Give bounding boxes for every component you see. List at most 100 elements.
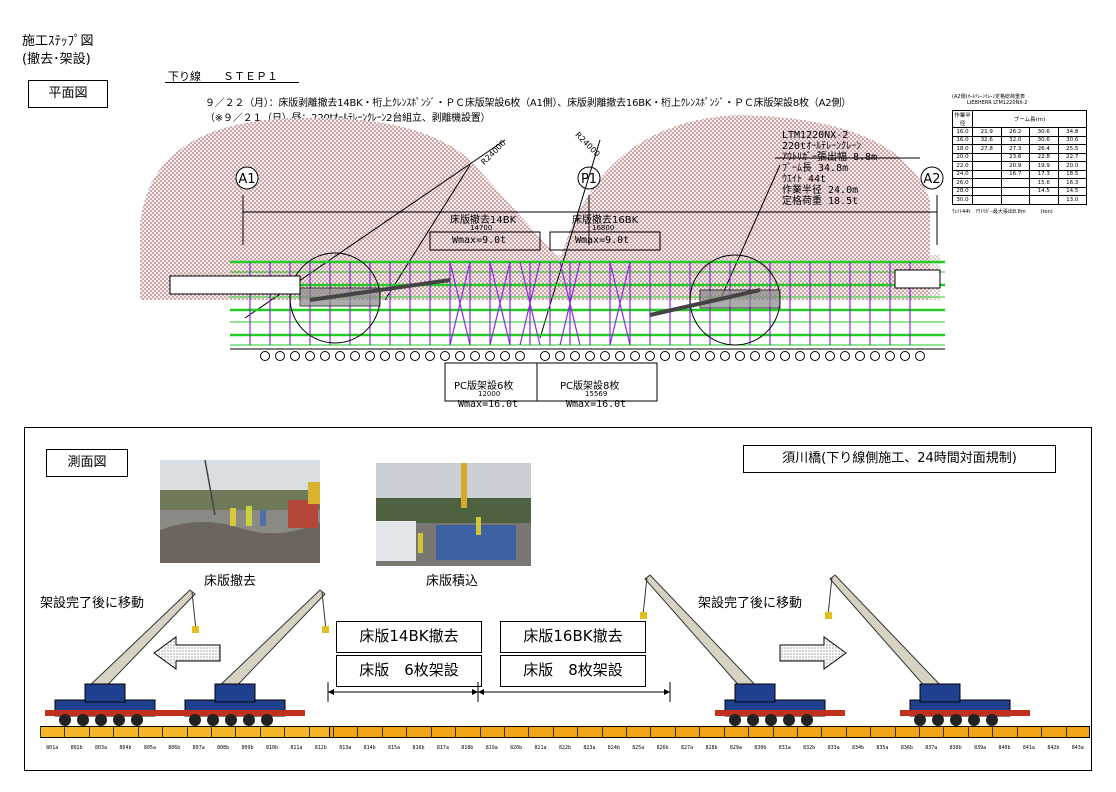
- segment-label: 839a: [974, 745, 987, 751]
- segment-label: 813a: [339, 745, 352, 751]
- load-table-cell: [972, 169, 1002, 179]
- load-table: (A2側)ｵｰﾙﾃﾚｰﾝｸﾚｰﾝ定格総荷重表 LIEBHERR LTM1220N…: [952, 93, 1092, 215]
- removal-right-wmax: Wmax=9.0t: [575, 235, 630, 246]
- segment-divider: [1041, 726, 1043, 738]
- crane-spec-outrigger: ｱｳﾄﾘｶﾞｰ張出幅 8.8m: [782, 152, 878, 163]
- crane-spec: LTM1220NX-2 220tｵｰﾙﾃﾚｰﾝｸﾚｰﾝ ｱｳﾄﾘｶﾞｰ張出幅 8…: [782, 130, 877, 207]
- load-table-cell: [1000, 178, 1030, 188]
- abutment-a1: A1: [235, 166, 259, 190]
- segment-divider: [113, 726, 115, 738]
- removal-left-wmax: Wmax=9.0t: [452, 235, 507, 246]
- segment-label: 842b: [1047, 745, 1060, 751]
- load-table-cell: 26.4: [1029, 144, 1059, 154]
- load-table-cell: 30.6: [1057, 135, 1087, 145]
- abutment-p1-label: P1: [581, 172, 597, 187]
- removal-left-title: 床版撤去14BK: [450, 215, 517, 226]
- segment-divider: [503, 726, 505, 738]
- plan-crane-right: [649, 254, 941, 346]
- segment-divider: [845, 726, 847, 738]
- desc-line2: （※９／２１（日）昼：220tｵｰﾙﾃﾚｰﾝｸﾚｰﾝ2台組立、剥離機設置）: [205, 113, 491, 124]
- segment-label: 802b: [70, 745, 83, 751]
- swing-area-left: [140, 117, 560, 300]
- segment-divider: [528, 726, 530, 738]
- segment-label: 824b: [607, 745, 620, 751]
- box-install-8-label: 床版 8枚架設: [523, 661, 623, 679]
- load-table-row-header: 作業半径: [952, 110, 973, 128]
- removal-right-title: 床版撤去16BK: [572, 215, 639, 226]
- segment-label: 815a: [388, 745, 401, 751]
- desc-line1: ９／２２（月）：床版剥離撤去14BK・桁上ｸﾚﾝｽﾎﾟﾝｼﾞ・ＰＣ床版架設6枚（…: [205, 98, 852, 109]
- segment-label: 810b: [265, 745, 278, 751]
- load-table-cell: 30.6: [1029, 127, 1059, 137]
- box-install-6-label: 床版 6枚架設: [359, 661, 459, 679]
- segment-divider: [772, 726, 774, 738]
- load-table-cell: 22.0: [952, 161, 973, 171]
- load-table-cell: 13.0: [1057, 195, 1087, 205]
- swing-area-right: [560, 115, 930, 300]
- step-underline: [165, 82, 299, 83]
- segment-label: 827a: [681, 745, 694, 751]
- abutment-a1-label: A1: [238, 172, 255, 187]
- segment-divider: [992, 726, 994, 738]
- load-table-footnote: ｳｪｲﾄ44t ｱｳﾄﾘｶﾞｰ最大張出8.8m (ton): [952, 208, 1053, 215]
- segment-divider: [357, 726, 359, 738]
- load-table-col-header: ブーム長(m): [972, 110, 1087, 128]
- segment-label: 826b: [656, 745, 669, 751]
- crane-spec-rated: 定格荷重 18.5t: [782, 196, 859, 207]
- load-table-cell: 16.7: [1000, 169, 1030, 179]
- segment-label: 831a: [778, 745, 791, 751]
- crane-spec-weight: ｳｴｲﾄ 44t: [782, 174, 827, 185]
- segment-label: 835a: [876, 745, 889, 751]
- segment-label: 829a: [729, 745, 742, 751]
- segment-divider: [479, 726, 481, 738]
- segment-label: 820b: [510, 745, 523, 751]
- load-table-cell: 16.3: [1057, 178, 1087, 188]
- crane-side-4: [825, 574, 1030, 726]
- arrow-left: [153, 636, 221, 670]
- segment-divider: [137, 726, 139, 738]
- removal-left-dim: 14700: [470, 224, 493, 232]
- load-table-cell: [972, 195, 1002, 205]
- crane-side-2: [175, 589, 329, 726]
- load-table-cell: 14.5: [1057, 186, 1087, 196]
- segment-label: 822b: [558, 745, 571, 751]
- segment-divider: [601, 726, 603, 738]
- segment-divider: [64, 726, 66, 738]
- photo-removal: [160, 460, 320, 563]
- segment-divider: [333, 726, 335, 738]
- segment-divider: [821, 726, 823, 738]
- section-label-box: 測面図: [46, 449, 128, 477]
- plan-label: 平面図: [48, 86, 88, 101]
- segment-divider: [308, 726, 310, 738]
- load-table-cell: 17.3: [1029, 169, 1059, 179]
- load-table-cell: [972, 186, 1002, 196]
- load-table-cell: 21.9: [972, 127, 1002, 137]
- load-table-cell: 26.2: [1000, 127, 1030, 137]
- crane-spec-radius: 作業半径 24.0m: [782, 185, 859, 196]
- segment-label: 823a: [583, 745, 596, 751]
- load-table-cell: [972, 152, 1002, 162]
- load-table-cell: [1029, 195, 1059, 205]
- load-table-cell: 25.5: [1057, 144, 1087, 154]
- segment-divider: [870, 726, 872, 738]
- title-line1: 施工ｽﾃｯﾌﾟ図: [22, 34, 94, 49]
- plan-crane-left: [169, 252, 451, 344]
- segment-divider: [723, 726, 725, 738]
- load-table-subtitle: LIEBHERR LTM1220NX-2: [967, 100, 1028, 106]
- segment-divider: [699, 726, 701, 738]
- segment-label: 836b: [900, 745, 913, 751]
- move-right-label: 架設完了後に移動: [698, 596, 803, 611]
- segment-label: 828b: [705, 745, 718, 751]
- segment-divider: [430, 726, 432, 738]
- segment-label: 816b: [412, 745, 425, 751]
- arrow-right: [779, 636, 847, 670]
- segment-divider: [626, 726, 628, 738]
- segment-divider: [381, 726, 383, 738]
- pier-markers: [260, 351, 925, 361]
- segment-label: 814b: [363, 745, 376, 751]
